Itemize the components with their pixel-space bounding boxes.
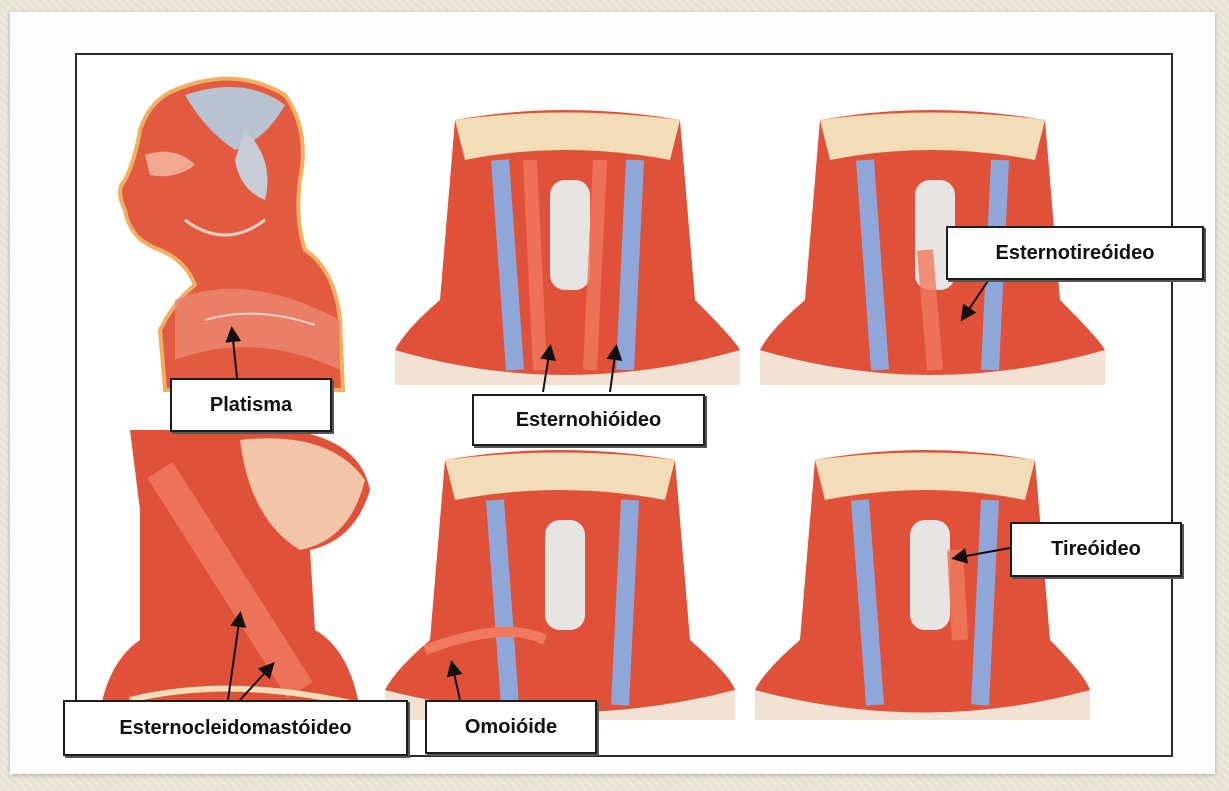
label-esternotireoideo: Esternotireóideo: [946, 226, 1204, 280]
label-esternocleidomastoideo: Esternocleidomastóideo: [63, 700, 408, 756]
anterior-neck-sternohyoid-illustration: [395, 100, 740, 400]
label-tireoideo: Tireóideo: [1010, 522, 1182, 577]
anterior-neck-thyrohyoid-illustration: [755, 440, 1090, 730]
lateral-neck-sternocleidomastoid-illustration: [100, 430, 375, 715]
label-omoioide: Omoióide: [425, 700, 597, 754]
label-esternohioideo: Esternohióideo: [472, 394, 705, 446]
label-platisma: Platisma: [170, 378, 332, 432]
anterior-neck-omohyoid-illustration: [385, 440, 735, 730]
head-lateral-platysma-illustration: [115, 70, 355, 400]
